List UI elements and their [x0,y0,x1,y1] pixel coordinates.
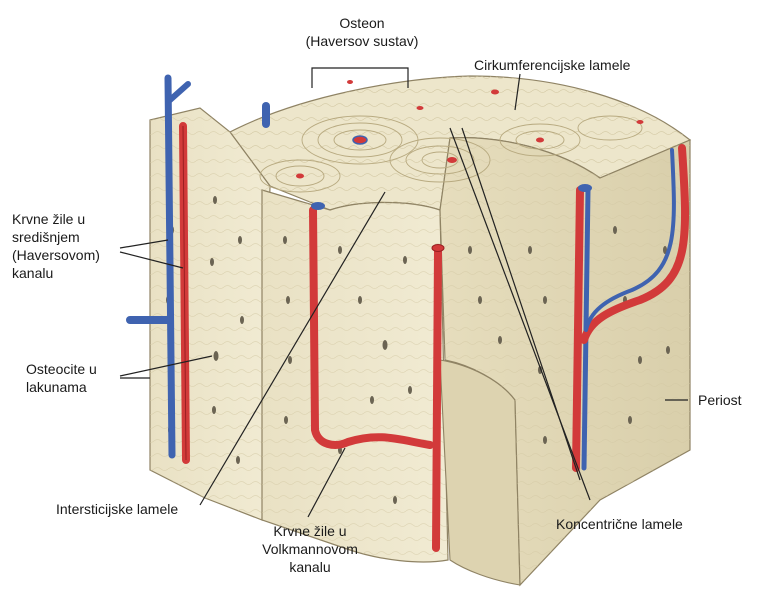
label-circumferential-lamellae: Cirkumferencijske lamele [474,56,630,74]
label-interstitial-lamellae: Intersticijske lamele [56,500,178,518]
label-haversian-line1: Krvne žile u [12,210,100,228]
label-haversian-line2: središnjem [12,228,100,246]
bone-block [150,76,690,585]
label-periosteum: Periost [698,391,742,409]
label-osteocytes: Osteocite u lakunama [26,360,97,396]
label-osteocytes-line2: lakunama [26,378,97,396]
label-osteon: Osteon (Haversov sustav) [298,14,426,50]
bone-notch [440,360,520,585]
label-volkmann-vessels: Krvne žile u Volkmannovom kanalu [255,522,365,576]
label-volkmann-line1: Krvne žile u [255,522,365,540]
label-concentric-lamellae: Koncentrične lamele [556,515,683,533]
label-haversian-vessels: Krvne žile u središnjem (Haversovom) kan… [12,210,100,282]
label-osteon-line1: Osteon [298,14,426,32]
label-volkmann-line3: kanalu [255,558,365,576]
label-volkmann-line2: Volkmannovom [255,540,365,558]
label-haversian-line4: kanalu [12,264,100,282]
label-osteocytes-line1: Osteocite u [26,360,97,378]
label-osteon-line2: (Haversov sustav) [298,32,426,50]
label-haversian-line3: (Haversovom) [12,246,100,264]
